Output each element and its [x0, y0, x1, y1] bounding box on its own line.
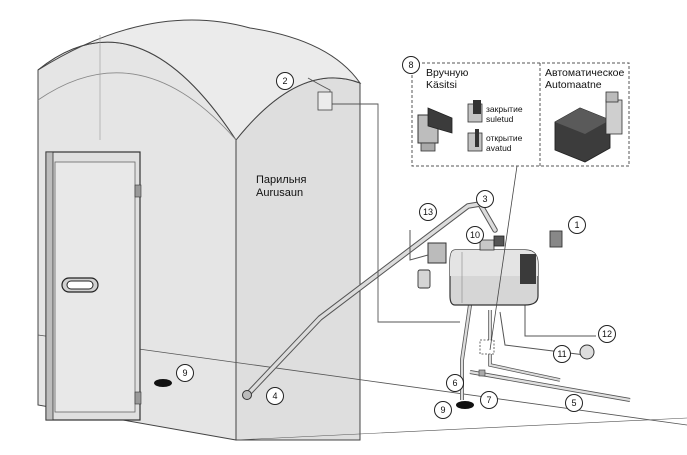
closed-label: закрытие suletud [486, 104, 523, 124]
callout-3: 3 [476, 190, 494, 208]
manual-heading-ru: Вручную [426, 67, 469, 79]
control-cable [307, 77, 460, 323]
open-label: открытие avatud [486, 133, 522, 153]
callout-5: 5 [565, 394, 583, 412]
automatic-heading: Автоматическое Automaatne [545, 67, 624, 91]
callout-6: 6 [446, 374, 464, 392]
control-panel [549, 230, 563, 248]
manual-valve-illustration [417, 107, 453, 152]
door-handle [61, 277, 99, 293]
automatic-heading-et: Automaatne [545, 79, 602, 92]
callout-2: 2 [276, 72, 294, 90]
callout-13: 13 [419, 203, 437, 221]
closed-label-et: suletud [486, 114, 514, 125]
closed-label-ru: закрытие [486, 104, 523, 114]
temperature-sensor [579, 344, 595, 360]
floor-drain-room [154, 379, 172, 387]
essence-pump [409, 230, 447, 289]
callout-12: 12 [598, 325, 616, 343]
callout-4: 4 [266, 387, 284, 405]
steam-room-label-et: Aurusaun [256, 186, 304, 199]
callout-1: 1 [568, 216, 586, 234]
automatic-heading-ru: Автоматическое [545, 67, 625, 79]
callout-7: 7 [480, 391, 498, 409]
steam-generator [449, 239, 539, 306]
open-label-ru: открытие [486, 133, 523, 143]
manual-heading-et: Käsitsi [426, 79, 457, 92]
valve-closed-icon [467, 100, 483, 123]
valve-open-icon [467, 129, 483, 152]
callout-9-room: 9 [176, 364, 194, 382]
open-label-et: avatud [486, 143, 512, 154]
callout-10: 10 [466, 226, 484, 244]
automatic-valve-illustration [554, 91, 623, 163]
callout-11: 11 [553, 345, 571, 363]
floor-drain-outside [456, 401, 474, 409]
room-roof [37, 19, 362, 141]
room-arch-line [37, 72, 237, 141]
callout-8: 8 [402, 56, 420, 74]
callout-9-outside: 9 [434, 401, 452, 419]
steam-nozzle [242, 390, 252, 400]
steam-room-label: Парильня Aurusaun [256, 174, 306, 199]
manual-heading: Вручную Käsitsi [426, 67, 468, 91]
safety-valve [493, 235, 505, 247]
steam-room-label-ru: Парильня [256, 174, 307, 186]
